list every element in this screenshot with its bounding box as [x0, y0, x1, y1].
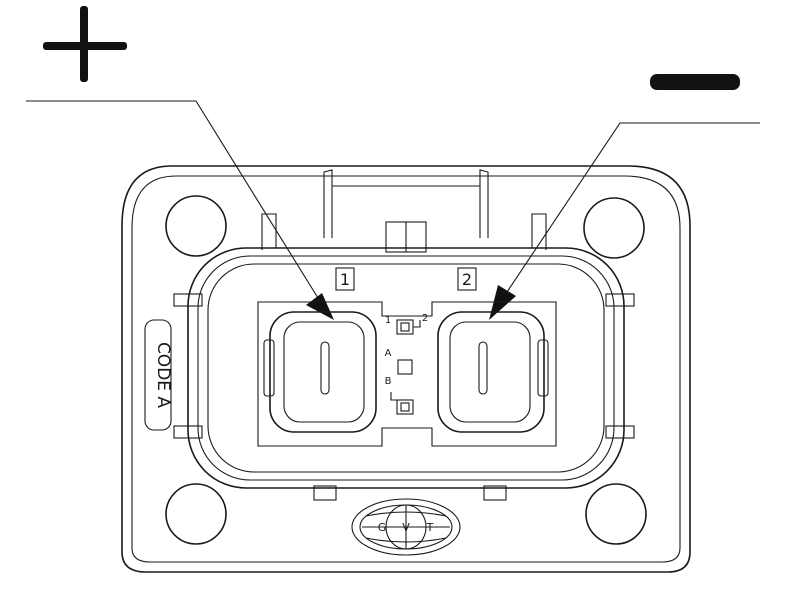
svg-text:2: 2	[462, 270, 472, 289]
keying-mark-1: 1	[385, 315, 391, 326]
keying-marks: 1 2 A B	[385, 313, 428, 415]
code-label: CODE A	[144, 319, 173, 431]
mounting-hole-bottom-left	[165, 483, 227, 545]
keying-mark-a: A	[385, 348, 392, 359]
side-tabs	[173, 213, 635, 501]
mounting-hole-top-right	[583, 197, 645, 259]
pin-2-label: 2	[457, 267, 477, 291]
terminal-2-blade	[478, 341, 488, 395]
connector-housing	[187, 247, 625, 489]
svg-text:1: 1	[340, 270, 350, 289]
latch	[323, 169, 489, 253]
pin-1-label: 1	[335, 267, 355, 291]
svg-text:G: G	[378, 521, 387, 534]
negative-symbol	[650, 74, 740, 90]
mounting-flange	[121, 165, 691, 573]
svg-text:CODE A: CODE A	[153, 342, 173, 408]
svg-text:T: T	[426, 521, 434, 534]
positive-leader-line	[26, 100, 334, 320]
svg-text:V: V	[402, 521, 410, 534]
mounting-hole-bottom-right	[585, 483, 647, 545]
inner-cavity	[257, 301, 557, 447]
positive-symbol	[43, 6, 127, 82]
terminal-1	[263, 311, 377, 433]
keying-mark-b: B	[385, 376, 392, 387]
negative-leader-line	[489, 122, 760, 320]
terminal-1-blade	[320, 341, 330, 395]
gvt-logo: G V T	[351, 498, 461, 556]
terminal-2	[437, 311, 549, 433]
mounting-hole-top-left	[165, 195, 227, 257]
keying-mark-2: 2	[422, 313, 428, 324]
